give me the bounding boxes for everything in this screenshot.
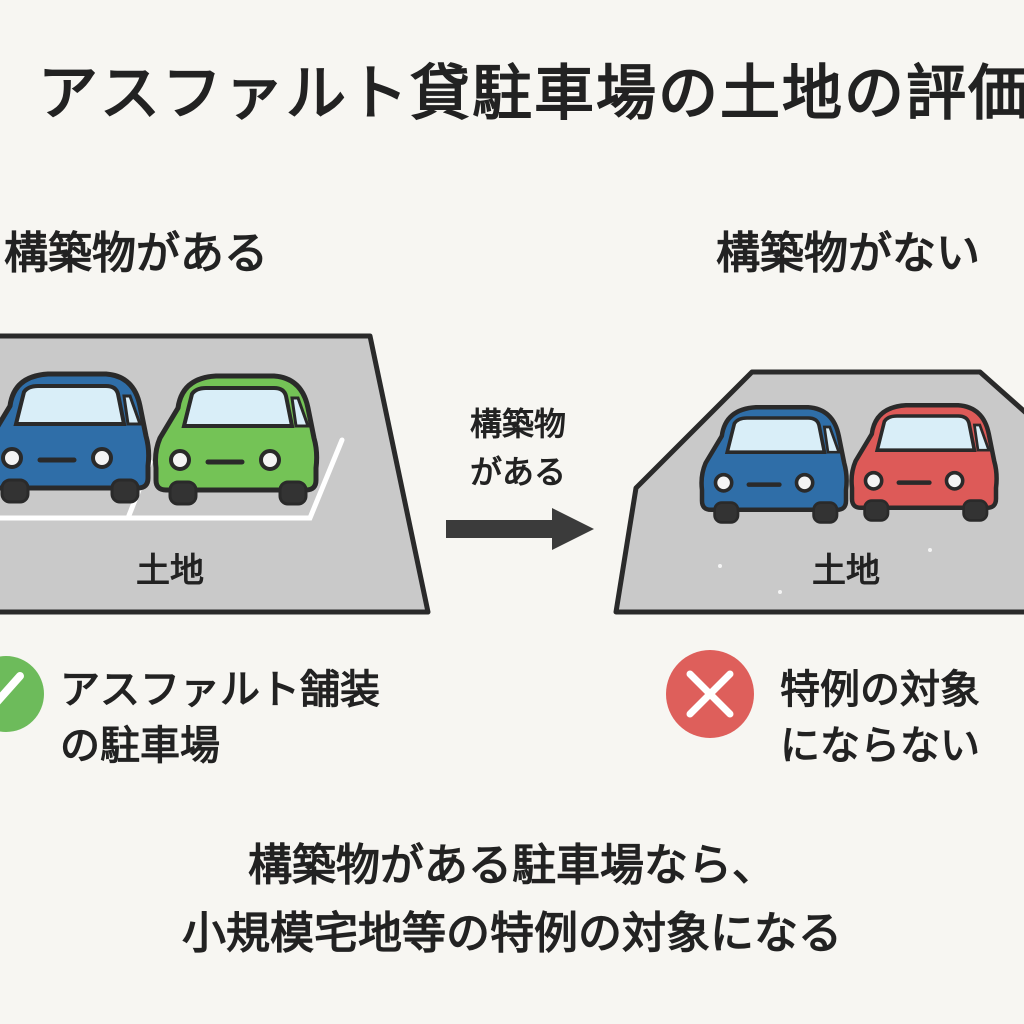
left-result-text: アスファルト舗装 の駐車場 <box>60 662 420 774</box>
conclusion-line1: 構築物がある駐車場なら、 <box>248 840 776 891</box>
left-panel-heading: 構築物がある <box>4 228 268 279</box>
arrow-caption-line1: 構築物 <box>469 405 566 443</box>
conclusion-text: 構築物がある駐車場なら、 小規模宅地等の特例の対象になる <box>0 832 1024 968</box>
right-result-line2: にならない <box>780 723 980 769</box>
right-result-line1: 特例の対象 <box>780 667 980 713</box>
left-result-line2: の駐車場 <box>60 723 220 769</box>
right-result-text: 特例の対象 にならない <box>780 662 1024 774</box>
red-car <box>852 405 997 520</box>
ground-dots <box>718 548 932 594</box>
right-ground-label: 土地 <box>812 551 880 591</box>
page-title: アスファルト貸駐車場の土地の評価に <box>38 59 1024 129</box>
blue-car-left <box>0 374 149 502</box>
arrow-caption: 構築物 がある <box>448 400 588 496</box>
blue-car-right <box>702 407 847 522</box>
green-car <box>156 376 317 504</box>
conclusion-line2: 小規模宅地等の特例の対象になる <box>182 908 842 960</box>
cross-icon <box>666 650 754 738</box>
left-result-line1: アスファルト舗装 <box>60 667 380 713</box>
check-icon <box>0 656 44 732</box>
arrow-right-icon <box>446 508 594 550</box>
arrow-caption-line2: がある <box>469 453 566 491</box>
left-ground-label: 土地 <box>136 551 204 591</box>
right-panel-heading: 構築物がない <box>716 228 980 279</box>
